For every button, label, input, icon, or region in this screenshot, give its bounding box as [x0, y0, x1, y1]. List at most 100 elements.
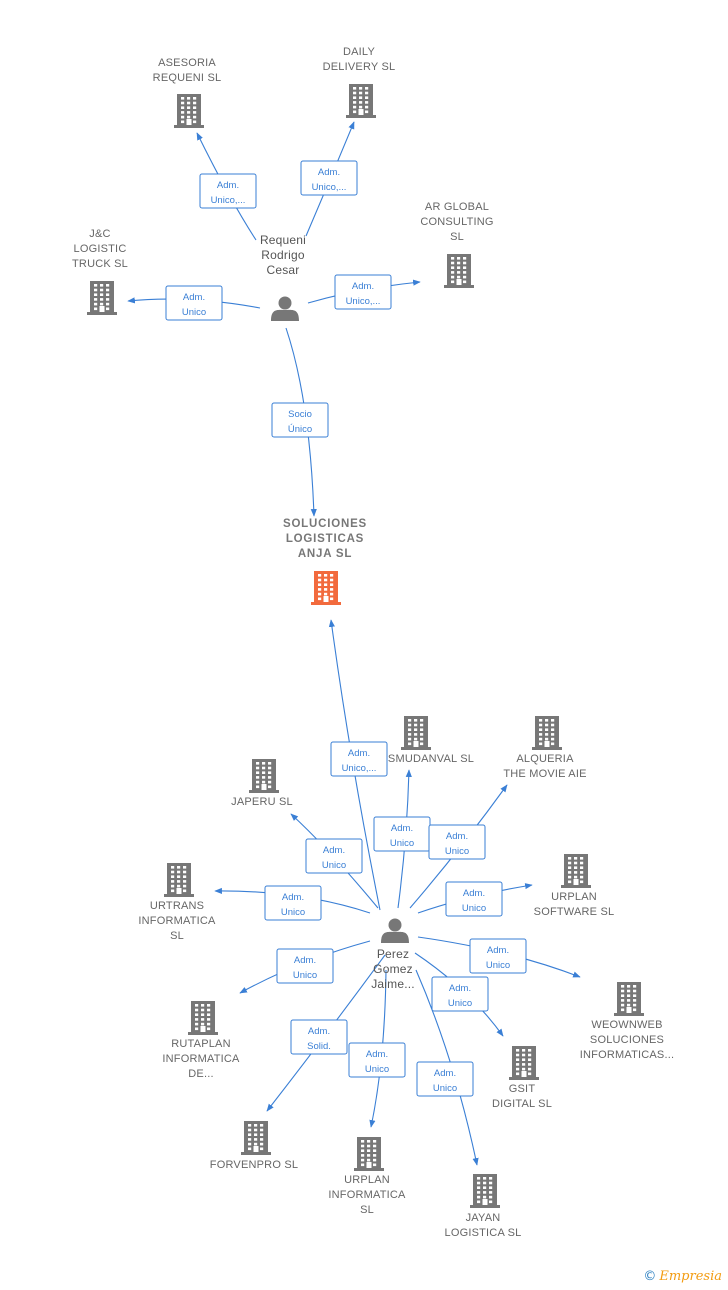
building-icon-c_rutaplan[interactable]: [188, 1001, 218, 1035]
company-label-c_urplaninf-line: SL: [360, 1204, 374, 1216]
footer-brand[interactable]: ©Empresia: [643, 1269, 722, 1284]
person-label-p2-line: Perez: [377, 947, 409, 961]
company-label-c_urplaninf-line: INFORMATICA: [328, 1189, 406, 1201]
person-label-p1-line: Requeni: [260, 233, 306, 247]
edge-label-box: [445, 881, 503, 917]
edge-label-box: [348, 1042, 406, 1078]
edge-label-c_asesoria[interactable]: Adm.Unico,...: [199, 173, 257, 209]
main-company-building-icon[interactable]: [311, 571, 341, 605]
edge-label-text: Adm.Unico: [486, 945, 510, 971]
building-icon-c_urtrans[interactable]: [164, 863, 194, 897]
company-label-c_urplaninf: URPLAN INFORMATICA SL: [328, 1174, 406, 1216]
edge-label-text: Adm.Unico: [445, 831, 469, 857]
person-label-p1-line: Cesar: [266, 263, 299, 277]
edge-label-c_urtrans[interactable]: Adm.Unico: [264, 885, 322, 921]
edge-label-box: [165, 285, 223, 321]
company-label-c_urtrans-line: URTRANS: [150, 900, 204, 912]
edge-label-line: Unico,...: [346, 296, 381, 307]
edge-label-text: Adm.Unico,...: [342, 748, 377, 774]
edge-label-line: Unico: [390, 838, 414, 849]
edge-label-c_rutaplan[interactable]: Adm.Unico: [276, 948, 334, 984]
edge-label-c_gsit[interactable]: Adm.Unico: [431, 976, 489, 1012]
edge-label-line: Adm.: [294, 955, 316, 966]
edge-label-box: [300, 160, 358, 196]
edge-label-c_ar[interactable]: Adm. Unico,...: [334, 274, 392, 310]
company-label-c_alqueria-line: ALQUERIA: [516, 753, 574, 765]
person-label-p2-line: Gomez: [373, 962, 413, 976]
edge-label-line: Unico: [182, 307, 206, 318]
main-company-label-line: LOGISTICAS: [286, 533, 364, 545]
edge-label-line: Unico: [445, 846, 469, 857]
edge-label-line: Adm.: [487, 945, 509, 956]
company-label-c_weownweb-line: INFORMATICAS...: [580, 1049, 674, 1061]
company-label-c_japeru: JAPERU SL: [231, 796, 293, 808]
edge-label-line: Unico,...: [211, 195, 246, 206]
edge-label-line: Unico: [322, 860, 346, 871]
company-label-c_rutaplan-line: DE...: [188, 1068, 213, 1080]
company-label-c_urtrans-line: INFORMATICA: [138, 915, 216, 927]
edge-label-line: Unico: [462, 903, 486, 914]
edge-label-c_forvenpro[interactable]: Adm.Solid.: [290, 1019, 348, 1055]
edge-label-line: Adm.: [318, 167, 340, 178]
company-label-c_gsit-line: GSIT: [509, 1083, 536, 1095]
building-icon-c_jc[interactable]: [87, 281, 117, 315]
building-icon-c_jayan[interactable]: [470, 1174, 500, 1208]
building-icon-c_ar[interactable]: [444, 254, 474, 288]
person-icon-p2[interactable]: [381, 918, 409, 944]
building-icon-c_alqueria[interactable]: [532, 716, 562, 750]
building-icon-c_daily[interactable]: [346, 84, 376, 118]
edge-label-line: Adm.: [352, 281, 374, 292]
company-label-c_urplansoft-line: SOFTWARE SL: [534, 906, 615, 918]
edge-label-text: Adm. Unico,...: [346, 281, 381, 307]
company-label-c_jayan-line: LOGISTICA SL: [445, 1227, 522, 1239]
company-label-c_japeru-line: JAPERU SL: [231, 796, 293, 808]
edge-label-line: Solid.: [307, 1041, 331, 1052]
edge-label-box: [428, 824, 486, 860]
edge-label-text: Adm.Solid.: [307, 1026, 331, 1052]
edge-label-c_jayan[interactable]: Adm. Unico: [416, 1061, 474, 1097]
building-icon-c_japeru[interactable]: [249, 759, 279, 793]
company-label-c_forvenpro-line: FORVENPRO SL: [210, 1159, 298, 1171]
edge-label-c_smudanval[interactable]: Adm. Unico: [373, 816, 431, 852]
building-icon-c_smudanval[interactable]: [401, 716, 431, 750]
building-icon-c_weownweb[interactable]: [614, 982, 644, 1016]
edge-label-c_japeru[interactable]: Adm.Unico: [305, 838, 363, 874]
edge-label-box: [276, 948, 334, 984]
edge-label-c_alqueria[interactable]: Adm.Unico: [428, 824, 486, 860]
edge-label-line: Único: [288, 424, 312, 435]
edge-label-line: Adm.: [391, 823, 413, 834]
building-icon-c_forvenpro[interactable]: [241, 1121, 271, 1155]
edge-label-c_urplansoft[interactable]: Adm. Unico: [445, 881, 503, 917]
company-label-c_daily-line: DELIVERY SL: [323, 61, 396, 73]
building-icon-c_gsit[interactable]: [509, 1046, 539, 1080]
company-label-c_ar-line: CONSULTING: [420, 216, 493, 228]
edge-label-c_urplaninf[interactable]: Adm.Unico: [348, 1042, 406, 1078]
building-icon-c_asesoria[interactable]: [174, 94, 204, 128]
building-icon-c_urplaninf[interactable]: [354, 1137, 384, 1171]
edge-label-c_daily[interactable]: Adm. Unico,...: [300, 160, 358, 196]
edge-label-line: Adm.: [434, 1068, 456, 1079]
company-label-c_jc-line: J&C: [89, 228, 110, 240]
edge-label-line: Unico: [281, 907, 305, 918]
edge-label-text: Adm.Unico: [293, 955, 317, 981]
company-label-c_urplaninf-line: URPLAN: [344, 1174, 390, 1186]
edge-label-main[interactable]: Adm.Unico,...: [330, 741, 388, 777]
edge-label-box: [199, 173, 257, 209]
edge-label-line: Adm.: [463, 888, 485, 899]
person-icon-p1[interactable]: [271, 296, 299, 322]
edge-label-line: Unico,...: [312, 182, 347, 193]
edge-label-line: Unico: [433, 1083, 457, 1094]
edge-label-c_weownweb[interactable]: Adm.Unico: [469, 938, 527, 974]
company-label-c_gsit-line: DIGITAL SL: [492, 1098, 552, 1110]
edge-label-c_jc[interactable]: Adm.Unico: [165, 285, 223, 321]
edge-label-text: Adm. Unico: [390, 823, 414, 849]
building-icon-c_urplansoft[interactable]: [561, 854, 591, 888]
